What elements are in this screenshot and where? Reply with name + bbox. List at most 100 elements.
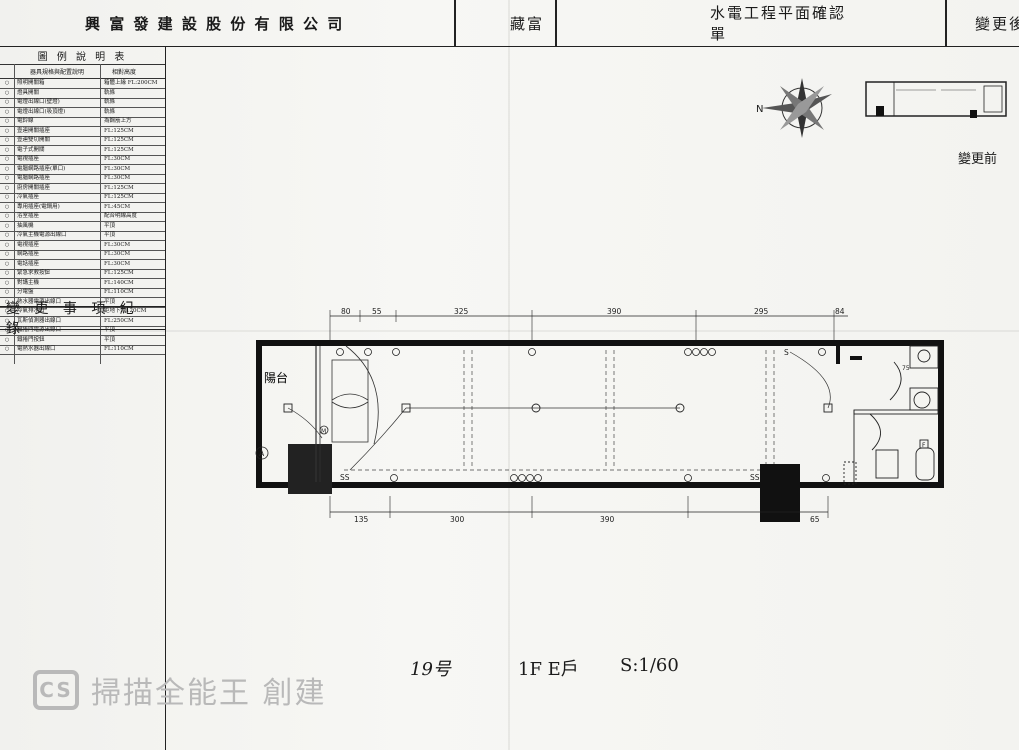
legend-height: 平頂 bbox=[104, 336, 116, 343]
document-title: 水電工程平面確認單 bbox=[710, 4, 847, 43]
legend-row: ○電腦網路插座(單口)FL:30CM bbox=[0, 163, 165, 175]
marker-circle bbox=[255, 446, 269, 460]
paper-fold-vertical bbox=[508, 0, 510, 750]
dim-bottom-3: 390 bbox=[600, 515, 615, 524]
dim-top-2: 55 bbox=[372, 307, 382, 316]
dim-top-6: 84 bbox=[835, 307, 845, 316]
exterior-walls bbox=[256, 340, 944, 522]
title-block: 興 富 發 建 設 股 份 有 限 公 司 藏富 水電工程平面確認單 變更後 bbox=[0, 0, 1019, 47]
legend-symbol-icon: ○ bbox=[0, 144, 15, 155]
ceiling-lights bbox=[283, 403, 833, 413]
legend-height: FL:140CM bbox=[104, 279, 134, 286]
legend-desc: 瓦斯偵測器出線口 bbox=[17, 317, 62, 324]
legend-height: FL:250CM bbox=[104, 317, 134, 324]
legend-row: ○壹連開關插座 FL:125CM bbox=[0, 125, 165, 137]
legend-title: 圖 例 說 明 表 bbox=[0, 48, 165, 65]
company-name: 興 富 發 建 設 股 份 有 限 公 司 bbox=[85, 14, 345, 33]
legend-height: 距地下方120CM bbox=[104, 308, 147, 314]
legend-row: ○電燈出線口(壁燈)軌條 bbox=[0, 97, 165, 108]
legend-height: FL:125CM bbox=[104, 127, 134, 134]
fan-symbol: F bbox=[922, 442, 926, 449]
legend-symbol-icon: ○ bbox=[0, 116, 15, 126]
legend-symbol-icon: ○ bbox=[0, 163, 15, 174]
handwritten-number: 19号 bbox=[410, 659, 451, 680]
dim-top-5: 295 bbox=[754, 307, 769, 316]
legend-desc: 網路插座 bbox=[17, 251, 40, 257]
legend-symbol-icon: ○ bbox=[0, 277, 15, 288]
marker-a-label: A bbox=[259, 449, 265, 458]
bottom-dimension-line: 135 300 390 65 bbox=[329, 496, 829, 524]
legend-desc: 冷氣插座 bbox=[17, 194, 40, 200]
change-log-title: 變 更 事 項 紀 錄 bbox=[0, 301, 165, 337]
legend-height: 平頂 bbox=[104, 222, 116, 229]
balcony-label: 陽台 bbox=[264, 370, 288, 385]
project-name: 藏富 bbox=[510, 14, 545, 33]
legend-symbol-icon: ○ bbox=[0, 334, 15, 345]
legend-desc: 鐵捲門按鈕 bbox=[17, 336, 45, 343]
legend-desc: 抽風機 bbox=[17, 222, 34, 229]
legend-grid-line bbox=[100, 64, 101, 364]
legend-desc: 燈具開關 bbox=[17, 89, 40, 96]
legend-height: 箱體上緣 FL:200CM bbox=[104, 80, 158, 86]
watermark-text: 掃描全能王 創建 bbox=[91, 676, 327, 711]
legend-symbol-icon: ○ bbox=[0, 173, 15, 183]
legend-symbol-icon: ○ bbox=[0, 258, 15, 269]
legend-symbol-icon: ○ bbox=[0, 220, 15, 231]
legend-height: 軌條 bbox=[104, 99, 116, 105]
legend-symbol-icon: ○ bbox=[0, 211, 15, 221]
legend-symbol-icon: ○ bbox=[0, 287, 15, 297]
legend-height: 平頂 bbox=[104, 232, 116, 238]
height-note: 75 bbox=[902, 365, 910, 372]
legend-desc: 壹連開關插座 bbox=[17, 127, 51, 134]
switch-symbol-double: SS bbox=[750, 473, 760, 482]
legend-symbol-icon: ○ bbox=[0, 268, 15, 278]
legend-height: 平頂 bbox=[104, 298, 116, 305]
legend-symbol-icon: ○ bbox=[0, 78, 15, 88]
legend-desc: 冷氣排水口 bbox=[17, 308, 45, 314]
legend-desc: 分電盤 bbox=[17, 289, 34, 295]
legend-height: 配合明線高度 bbox=[104, 213, 138, 219]
camscanner-logo-icon: CS bbox=[33, 670, 79, 710]
legend-symbol-icon: ○ bbox=[0, 192, 15, 202]
legend-height: FL:30CM bbox=[104, 260, 131, 267]
legend-symbol-icon: ○ bbox=[0, 106, 15, 117]
legend-row: ○抽風機 平頂 bbox=[0, 220, 165, 232]
wall-outlets bbox=[336, 348, 830, 482]
legend-row: ○浴室插座配合明線高度 bbox=[0, 211, 165, 222]
status-label: 變更後 bbox=[975, 14, 1019, 33]
legend-desc: 照明開關箱 bbox=[17, 80, 45, 86]
north-label: N bbox=[756, 104, 763, 115]
legend-row: ○專用插座(電鍋用)FL:45CM bbox=[0, 201, 165, 213]
legend-symbol-icon: ○ bbox=[0, 201, 15, 212]
header-divider bbox=[454, 0, 456, 46]
legend-symbol-icon: ○ bbox=[0, 296, 15, 307]
legend-desc: 冷氣主機電源出線口 bbox=[17, 232, 67, 238]
legend-symbol-icon: ○ bbox=[0, 154, 15, 164]
legend-row: ○電鈴線為鋼筋上方 bbox=[0, 116, 165, 127]
legend-symbol-icon: ○ bbox=[0, 182, 15, 193]
top-dimension-line: 80 55 325 390 295 84 bbox=[329, 307, 848, 342]
legend-height: FL:125CM bbox=[104, 146, 134, 153]
legend-table: 圖 例 說 明 表 器具規格與配置說明 相對高度 ○照明開關箱箱體上緣 FL:2… bbox=[0, 46, 166, 750]
legend-height: FL:45CM bbox=[104, 203, 131, 210]
meter-circle bbox=[319, 425, 329, 435]
legend-height: FL:30CM bbox=[104, 241, 131, 248]
legend-desc: 電話插座 bbox=[17, 260, 40, 267]
legend-desc: 壹連雙切開關 bbox=[17, 137, 51, 143]
key-plan bbox=[865, 81, 1007, 118]
legend-symbol-icon: ○ bbox=[0, 125, 15, 136]
legend-desc: 鐵捲門電源出線口 bbox=[17, 327, 62, 333]
switch-symbol-double: SS bbox=[340, 473, 350, 482]
legend-symbol-icon: ○ bbox=[0, 87, 15, 98]
dim-bottom-4: 65 bbox=[810, 515, 820, 524]
legend-symbol-icon: ○ bbox=[0, 97, 15, 107]
legend-symbol-icon: ○ bbox=[0, 249, 15, 259]
legend-row: ○冷氣排水口距地下方120CM bbox=[0, 306, 165, 317]
